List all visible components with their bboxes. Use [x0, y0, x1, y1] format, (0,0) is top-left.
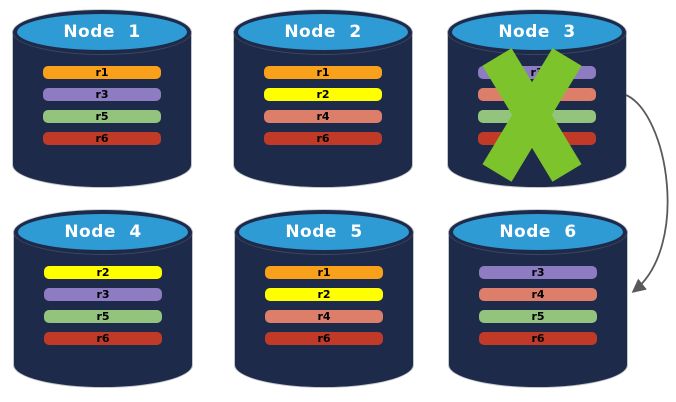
- replica-label: r4: [316, 110, 330, 123]
- cylinder-body: [449, 232, 627, 387]
- database-node: Node 1 r1 r3 r5 r6: [13, 10, 191, 188]
- replica-label: r2: [96, 266, 110, 279]
- replica-label: r2: [317, 288, 331, 301]
- cylinder-top: [13, 10, 191, 54]
- replica-label: r4: [317, 310, 331, 323]
- replica-bar: r1: [265, 266, 383, 279]
- cylinder-top: [448, 10, 626, 54]
- replica-label: r1: [316, 66, 330, 79]
- replica-bar: r3: [479, 266, 597, 279]
- replica-bar: r2: [44, 266, 162, 279]
- replica-list: r1 r3 r5 r6: [43, 66, 161, 154]
- cylinder-top: [14, 210, 192, 254]
- replica-label: r1: [317, 266, 331, 279]
- cylinder-top: [234, 10, 412, 54]
- replica-bar: r6: [44, 332, 162, 345]
- cylinder-body: [13, 32, 191, 187]
- replica-bar: r6: [264, 132, 382, 145]
- cylinder-body: [234, 32, 412, 187]
- database-node: Node 6 r3 r4 r5 r6: [449, 210, 627, 388]
- node-title: Node 3: [498, 22, 576, 42]
- replica-bar: r1: [43, 66, 161, 79]
- replica-label: r4: [531, 288, 545, 301]
- node-title: Node 4: [64, 222, 142, 242]
- replica-bar: r2: [264, 88, 382, 101]
- replica-label: r3: [531, 266, 545, 279]
- replica-label: r3: [96, 288, 110, 301]
- failure-x-icon: [482, 48, 582, 182]
- cylinder-top: [235, 210, 413, 254]
- replica-bar: r3: [43, 88, 161, 101]
- replica-bar: r5: [43, 110, 161, 123]
- replica-list: r1 r2 r4 r6: [265, 266, 383, 354]
- replica-label: r1: [95, 66, 109, 79]
- database-node: Node 4 r2 r3 r5 r6: [14, 210, 192, 388]
- replica-bar: r5: [479, 310, 597, 323]
- replica-bar: r1: [264, 66, 382, 79]
- cylinder-top: [449, 210, 627, 254]
- replica-bar: r4: [265, 310, 383, 323]
- replica-label: r2: [316, 88, 330, 101]
- replica-label: r5: [95, 110, 109, 123]
- node-title: Node 6: [499, 222, 577, 242]
- replica-list: r1 r2 r4 r6: [264, 66, 382, 154]
- replica-list: r2 r3 r5 r6: [44, 266, 162, 354]
- cylinder-body: [14, 232, 192, 387]
- replica-label: r6: [96, 332, 110, 345]
- replica-label: r3: [95, 88, 109, 101]
- cylinder-body: [235, 232, 413, 387]
- replica-bar: r5: [44, 310, 162, 323]
- replica-bar: r6: [479, 332, 597, 345]
- replica-label: r6: [95, 132, 109, 145]
- node-title: Node 2: [284, 22, 362, 42]
- replica-label: r5: [531, 310, 545, 323]
- node-title: Node 5: [285, 222, 363, 242]
- replica-bar: r4: [264, 110, 382, 123]
- database-node: Node 5 r1 r2 r4 r6: [235, 210, 413, 388]
- replica-bar: r4: [479, 288, 597, 301]
- replica-bar: r6: [43, 132, 161, 145]
- replica-label: r6: [317, 332, 331, 345]
- replica-list: r3 r4 r5 r6: [479, 266, 597, 354]
- replica-bar: r2: [265, 288, 383, 301]
- node-title: Node 1: [63, 22, 141, 42]
- database-node: Node 2 r1 r2 r4 r6: [234, 10, 412, 188]
- replica-label: r6: [531, 332, 545, 345]
- replica-bar: r3: [44, 288, 162, 301]
- replica-label: r5: [96, 310, 110, 323]
- replica-bar: r6: [265, 332, 383, 345]
- replica-label: r6: [316, 132, 330, 145]
